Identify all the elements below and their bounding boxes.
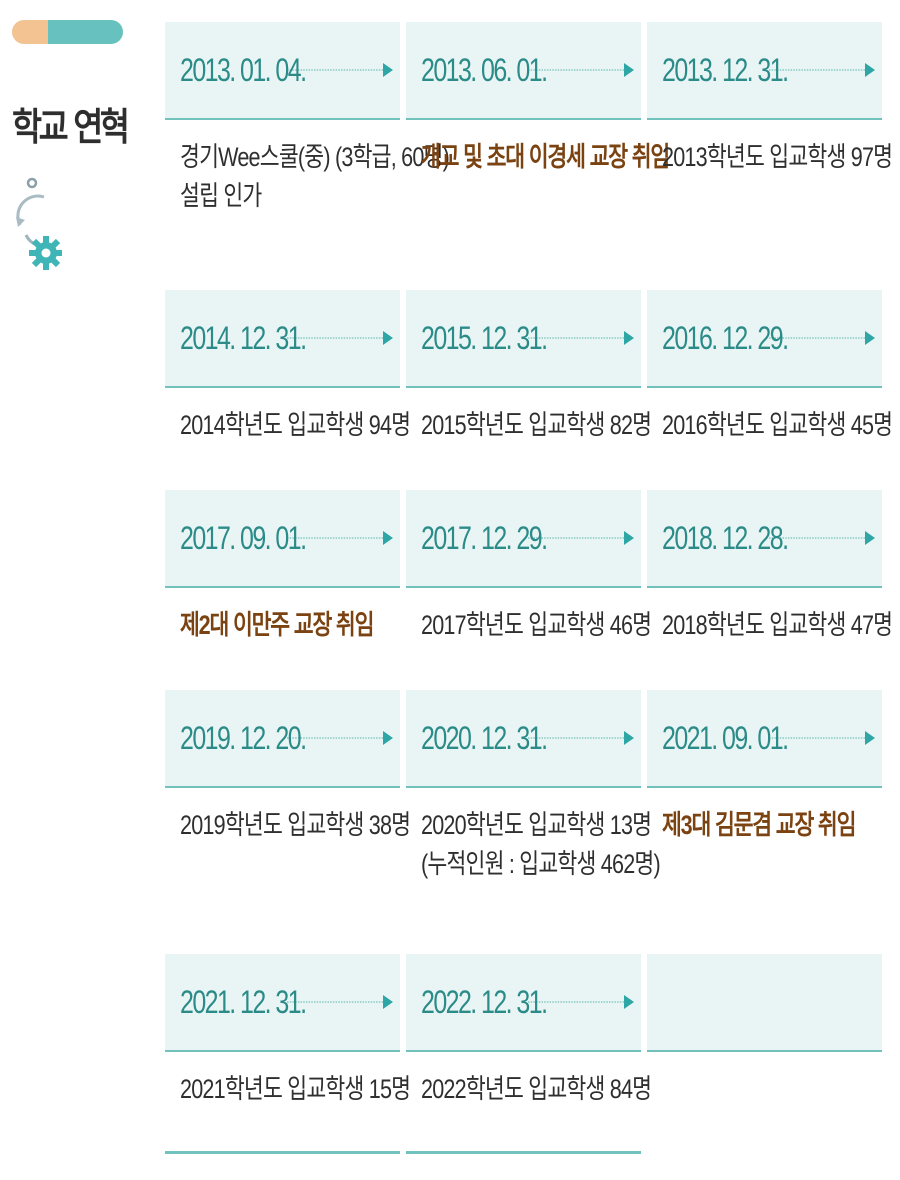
- timeline-date-header: 2017. 09. 01.: [165, 490, 400, 588]
- arrow-right-icon: [769, 731, 875, 745]
- arrow-right-icon: [769, 531, 875, 545]
- timeline-date-header: 2019. 12. 20.: [165, 690, 400, 788]
- timeline-description: 제2대 이만주 교장 취임: [165, 588, 400, 690]
- gear-cycle-icon: [16, 177, 63, 270]
- arrow-right-icon: [287, 531, 393, 545]
- timeline-date: 2013. 12. 31.: [662, 51, 789, 88]
- timeline-highlight-text: 개교 및 초대 이경세 교장 취임: [421, 142, 670, 172]
- timeline-date: 2013. 01. 04.: [180, 51, 307, 88]
- timeline-entry: 2020. 12. 31. 2020학년도 입교학생 13명 (누적인원 : 입교학…: [406, 690, 661, 954]
- timeline-entry: 2018. 12. 28. 2018학년도 입교학생 47명: [647, 490, 893, 690]
- timeline-text: 2017학년도 입교학생 46명: [421, 610, 652, 640]
- timeline-date: 2016. 12. 29.: [662, 319, 789, 356]
- timeline-description: 경기Wee스쿨(중) (3학급, 60명) 설립 인가: [165, 120, 450, 290]
- timeline-date-header: 2013. 01. 04.: [165, 22, 400, 120]
- timeline-date: 2019. 12. 20.: [180, 719, 307, 756]
- timeline-highlight-text: 제3대 김문겸 교장 취임: [662, 810, 856, 840]
- timeline-date-header: 2017. 12. 29.: [406, 490, 641, 588]
- timeline-empty-header: [647, 954, 882, 1052]
- timeline-highlight-text: 제2대 이만주 교장 취임: [180, 610, 374, 640]
- timeline-date-header: 2013. 06. 01.: [406, 22, 641, 120]
- arrow-right-icon: [528, 63, 634, 77]
- timeline-date: 2021. 09. 01.: [662, 719, 789, 756]
- arrow-right-icon: [769, 63, 875, 77]
- timeline-description: 개교 및 초대 이경세 교장 취임: [406, 120, 670, 290]
- timeline-description: 2013학년도 입교학생 97명: [647, 120, 893, 290]
- timeline-description: 2016학년도 입교학생 45명: [647, 388, 893, 490]
- page-title: 학교 연혁: [12, 105, 130, 149]
- arrow-right-icon: [528, 995, 634, 1009]
- timeline-date: 2013. 06. 01.: [421, 51, 548, 88]
- timeline-entry: 2019. 12. 20. 2019학년도 입교학생 38명: [165, 690, 411, 954]
- timeline-text: 2021학년도 입교학생 15명: [180, 1074, 411, 1104]
- timeline-description: 2018학년도 입교학생 47명: [647, 588, 893, 690]
- timeline-date: 2020. 12. 31.: [421, 719, 548, 756]
- timeline-empty-cell: [647, 954, 882, 1154]
- arrow-right-icon: [769, 331, 875, 345]
- timeline-date: 2017. 09. 01.: [180, 519, 307, 556]
- timeline-description: 2014학년도 입교학생 94명: [165, 388, 411, 490]
- timeline-entry: 2021. 09. 01. 제3대 김문겸 교장 취임: [647, 690, 882, 954]
- timeline-description: 2019학년도 입교학생 38명: [165, 788, 411, 954]
- timeline-date-header: 2021. 09. 01.: [647, 690, 882, 788]
- timeline-date: 2014. 12. 31.: [180, 319, 307, 356]
- timeline-text: 2013학년도 입교학생 97명: [662, 142, 893, 172]
- timeline-description: 2022학년도 입교학생 84명: [406, 1052, 652, 1154]
- arrow-right-icon: [287, 995, 393, 1009]
- timeline-text: 2022학년도 입교학생 84명: [421, 1074, 652, 1104]
- sidebar: 학교 연혁: [12, 20, 142, 319]
- arrow-right-icon: [287, 63, 393, 77]
- timeline-text: (누적인원 : 입교학생 462명): [421, 849, 661, 879]
- timeline-description: 2015학년도 입교학생 82명: [406, 388, 652, 490]
- timeline-date-header: 2021. 12. 31.: [165, 954, 400, 1052]
- timeline-date-header: 2015. 12. 31.: [406, 290, 641, 388]
- timeline-date-header: 2016. 12. 29.: [647, 290, 882, 388]
- timeline-text: 2018학년도 입교학생 47명: [662, 610, 893, 640]
- timeline-date-header: 2022. 12. 31.: [406, 954, 641, 1052]
- timeline-text: 2019학년도 입교학생 38명: [180, 810, 411, 840]
- timeline-date: 2022. 12. 31.: [421, 983, 548, 1020]
- timeline-date: 2021. 12. 31.: [180, 983, 307, 1020]
- timeline-date-header: 2020. 12. 31.: [406, 690, 641, 788]
- timeline-entry: 2017. 12. 29. 2017학년도 입교학생 46명: [406, 490, 652, 690]
- timeline-entry: 2013. 12. 31. 2013학년도 입교학생 97명: [647, 22, 893, 290]
- timeline-entry: 2014. 12. 31. 2014학년도 입교학생 94명: [165, 290, 411, 490]
- arrow-right-icon: [528, 731, 634, 745]
- timeline-date-header: 2014. 12. 31.: [165, 290, 400, 388]
- timeline-text: 2014학년도 입교학생 94명: [180, 410, 411, 440]
- timeline-date-header: 2018. 12. 28.: [647, 490, 882, 588]
- timeline-entry: 2016. 12. 29. 2016학년도 입교학생 45명: [647, 290, 893, 490]
- timeline-entry: 2015. 12. 31. 2015학년도 입교학생 82명: [406, 290, 652, 490]
- arrow-right-icon: [287, 331, 393, 345]
- timeline-entry: 2013. 01. 04. 경기Wee스쿨(중) (3학급, 60명) 설립 인가: [165, 22, 450, 290]
- arrow-right-icon: [528, 531, 634, 545]
- timeline-entry: 2021. 12. 31. 2021학년도 입교학생 15명: [165, 954, 411, 1154]
- timeline-text: 2020학년도 입교학생 13명: [421, 810, 652, 840]
- timeline-entry: 2013. 06. 01. 개교 및 초대 이경세 교장 취임: [406, 22, 670, 290]
- timeline-date: 2018. 12. 28.: [662, 519, 789, 556]
- timeline-text: 경기Wee스쿨(중) (3학급, 60명): [180, 142, 450, 172]
- arrow-right-icon: [287, 731, 393, 745]
- timeline-entry: 2022. 12. 31. 2022학년도 입교학생 84명: [406, 954, 652, 1154]
- timeline-text: 2016학년도 입교학생 45명: [662, 410, 893, 440]
- timeline-description: 제3대 김문겸 교장 취임: [647, 788, 882, 954]
- timeline-date: 2017. 12. 29.: [421, 519, 548, 556]
- timeline-description: 2017학년도 입교학생 46명: [406, 588, 652, 690]
- timeline-text: 2015학년도 입교학생 82명: [421, 410, 652, 440]
- timeline-description: 2021학년도 입교학생 15명: [165, 1052, 411, 1154]
- timeline-date-header: 2013. 12. 31.: [647, 22, 882, 120]
- timeline-description: 2020학년도 입교학생 13명 (누적인원 : 입교학생 462명): [406, 788, 661, 954]
- timeline-text: 설립 인가: [180, 181, 262, 211]
- timeline-date: 2015. 12. 31.: [421, 319, 548, 356]
- accent-pill: [12, 20, 123, 44]
- timeline-entry: 2017. 09. 01. 제2대 이만주 교장 취임: [165, 490, 400, 690]
- arrow-right-icon: [528, 331, 634, 345]
